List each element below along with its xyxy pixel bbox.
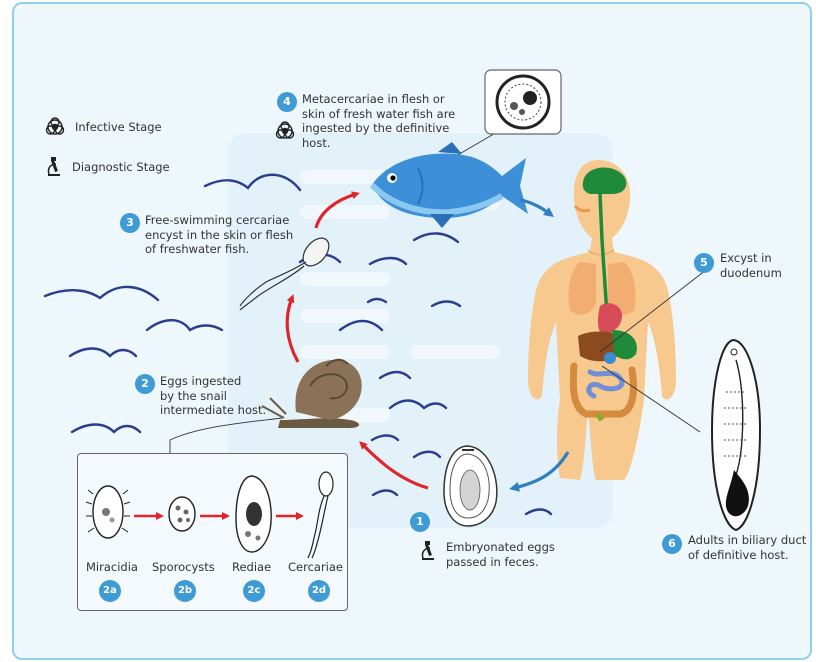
substage-badge-2d: 2d — [308, 580, 330, 602]
step-3-text: Free-swimming cercariae encyst in the sk… — [145, 213, 293, 257]
substage-label-miracidia: Miracidia — [86, 560, 138, 574]
substage-badge-2b: 2b — [174, 580, 196, 602]
microscope-icon — [422, 541, 434, 560]
legend-diagnostic: Diagnostic Stage — [72, 160, 170, 174]
step-4-text: Metacercariae in flesh or skin of fresh … — [302, 92, 455, 150]
step-2-text: Eggs ingested by the snail intermediate … — [160, 374, 266, 418]
substage-label-sporocysts: Sporocysts — [152, 560, 215, 574]
substage-label-cercariae: Cercariae — [288, 560, 343, 574]
cercaria-small — [308, 472, 333, 558]
step-badge-4: 4 — [277, 92, 297, 112]
step-badge-1: 1 — [410, 512, 430, 532]
metacercaria-inset — [485, 70, 561, 134]
sporocyst — [169, 497, 195, 531]
step-badge-2: 2 — [135, 374, 155, 394]
legend-infective: Infective Stage — [75, 120, 162, 134]
substage-label-rediae: Rediae — [232, 560, 271, 574]
step-badge-3: 3 — [120, 213, 140, 233]
step-badge-5: 5 — [694, 253, 714, 273]
redia — [236, 476, 271, 552]
microscope-icon — [48, 157, 60, 176]
step-5-text: Excyst in duodenum — [720, 251, 782, 280]
substage-badge-2c: 2c — [243, 580, 265, 602]
substage-badge-2a: 2a — [99, 580, 121, 602]
step-badge-6: 6 — [662, 534, 682, 554]
legend-infective-label: Infective Stage — [75, 120, 162, 134]
adult-fluke — [712, 340, 760, 530]
biohazard-icon — [47, 118, 64, 134]
miracidium — [86, 486, 130, 538]
step-1-text: Embryonated eggs passed in feces. — [446, 540, 555, 569]
step-6-text: Adults in biliary duct of definitive hos… — [688, 533, 806, 562]
snail-stages-inset: Miracidia Sporocysts Rediae Cercariae 2a… — [77, 453, 348, 611]
legend-diagnostic-label: Diagnostic Stage — [72, 160, 170, 174]
